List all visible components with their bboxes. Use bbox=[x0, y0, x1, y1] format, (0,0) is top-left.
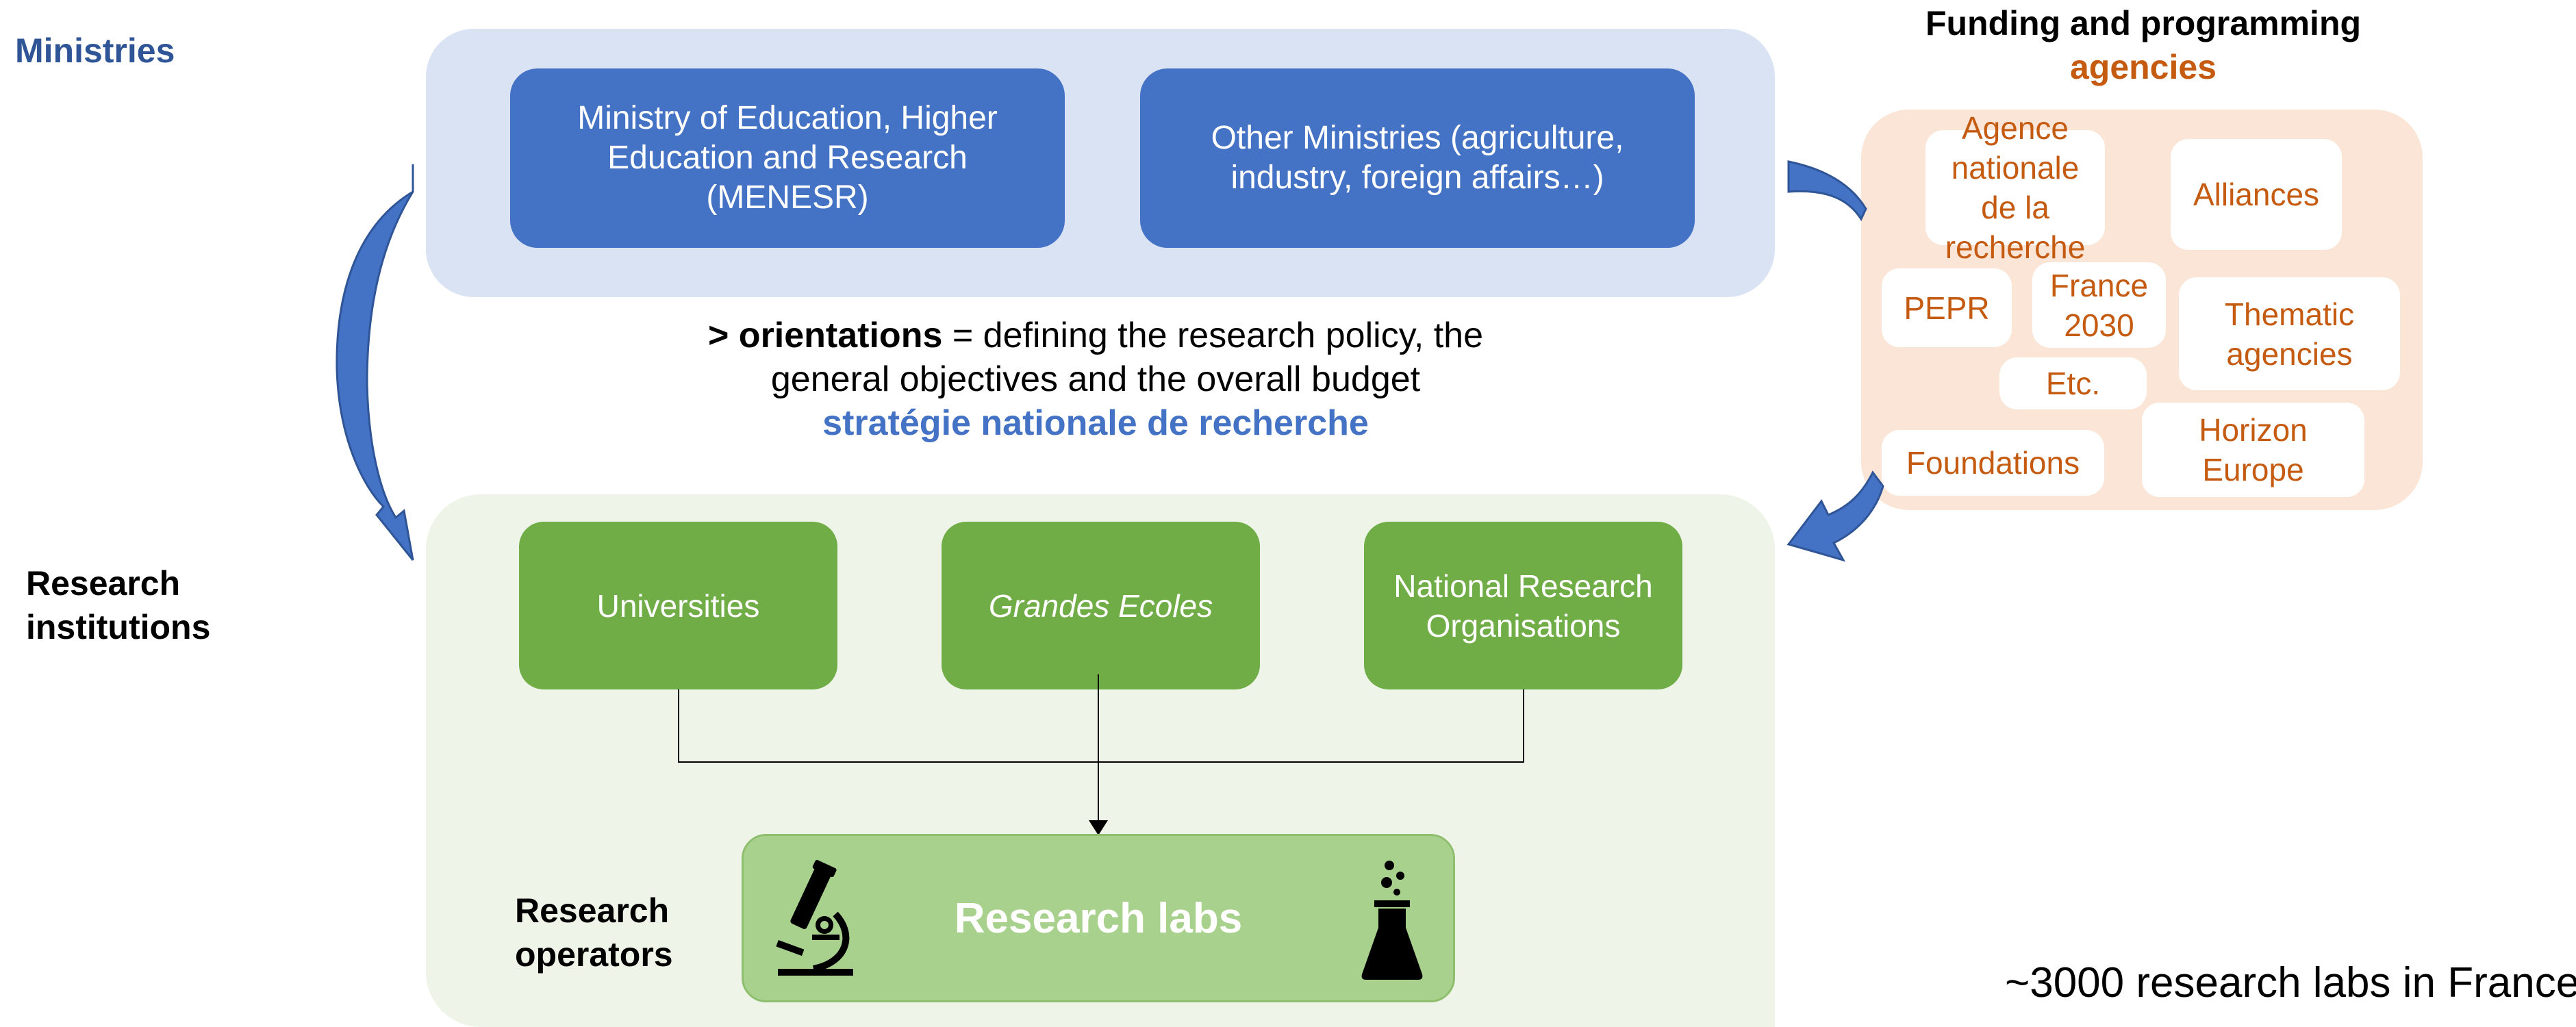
orientations-line-2: general objectives and the overall budge… bbox=[770, 359, 1421, 399]
institution-national-research-organisations: National Research Organisations bbox=[1364, 522, 1682, 689]
arrowhead-icon bbox=[1089, 820, 1108, 835]
arrow-agencies-to-institutions bbox=[1786, 470, 1884, 562]
ministries-label: Ministries bbox=[15, 31, 175, 70]
arrow-ministries-to-institutions bbox=[336, 164, 414, 561]
footnote: ~3000 research labs in France bbox=[2005, 959, 2576, 1006]
funding-title-line-2: agencies bbox=[2069, 48, 2217, 86]
orientations-text: > orientations = defining the research p… bbox=[616, 314, 1575, 445]
research-operators-label: Research operators bbox=[515, 891, 673, 974]
research-labs-box: Research labs bbox=[742, 834, 1455, 1002]
institution-grandes-ecoles: Grandes Ecoles bbox=[942, 522, 1260, 689]
orientations-line-1: > orientations = defining the research p… bbox=[616, 314, 1575, 357]
ministry-box-other: Other Ministries (agriculture, industry,… bbox=[1140, 68, 1695, 248]
flask-icon bbox=[1361, 861, 1423, 980]
ministry-box-menesr: Ministry of Education, Higher Education … bbox=[510, 68, 1065, 248]
institution-universities: Universities bbox=[519, 522, 837, 689]
orientations-bold: > orientations bbox=[707, 316, 943, 355]
funding-title-line-1: Funding and programming bbox=[1925, 4, 2362, 42]
microscope-icon bbox=[776, 859, 853, 976]
orientations-text-1: = defining the research policy, the bbox=[942, 316, 1484, 355]
connector-national bbox=[1523, 689, 1524, 762]
agency-thematic: Thematic agencies bbox=[2179, 277, 2400, 390]
arrow-ministries-to-agencies bbox=[1787, 160, 1867, 222]
agency-alliances: Alliances bbox=[2171, 139, 2342, 250]
research-labs-label: Research labs bbox=[954, 894, 1243, 942]
connector-center bbox=[1098, 674, 1099, 828]
agency-foundations: Foundations bbox=[1882, 430, 2104, 496]
connector-horizontal bbox=[678, 761, 1524, 763]
agency-horizon-europe: Horizon Europe bbox=[2142, 403, 2364, 497]
agency-anr: Agence nationale de la recherche bbox=[1925, 110, 2105, 265]
connector-universities bbox=[678, 689, 679, 762]
curved-arrow-icon bbox=[336, 160, 1884, 562]
agency-france-2030: France 2030 bbox=[2032, 262, 2166, 348]
research-institutions-label: Research institutions bbox=[26, 564, 211, 646]
agency-pepr: PEPR bbox=[1882, 268, 2012, 347]
funding-title: Funding and programming agencies bbox=[1904, 1, 2383, 89]
agency-etc: Etc. bbox=[1999, 357, 2147, 409]
strategy-title: stratégie nationale de recherche bbox=[822, 403, 1369, 443]
